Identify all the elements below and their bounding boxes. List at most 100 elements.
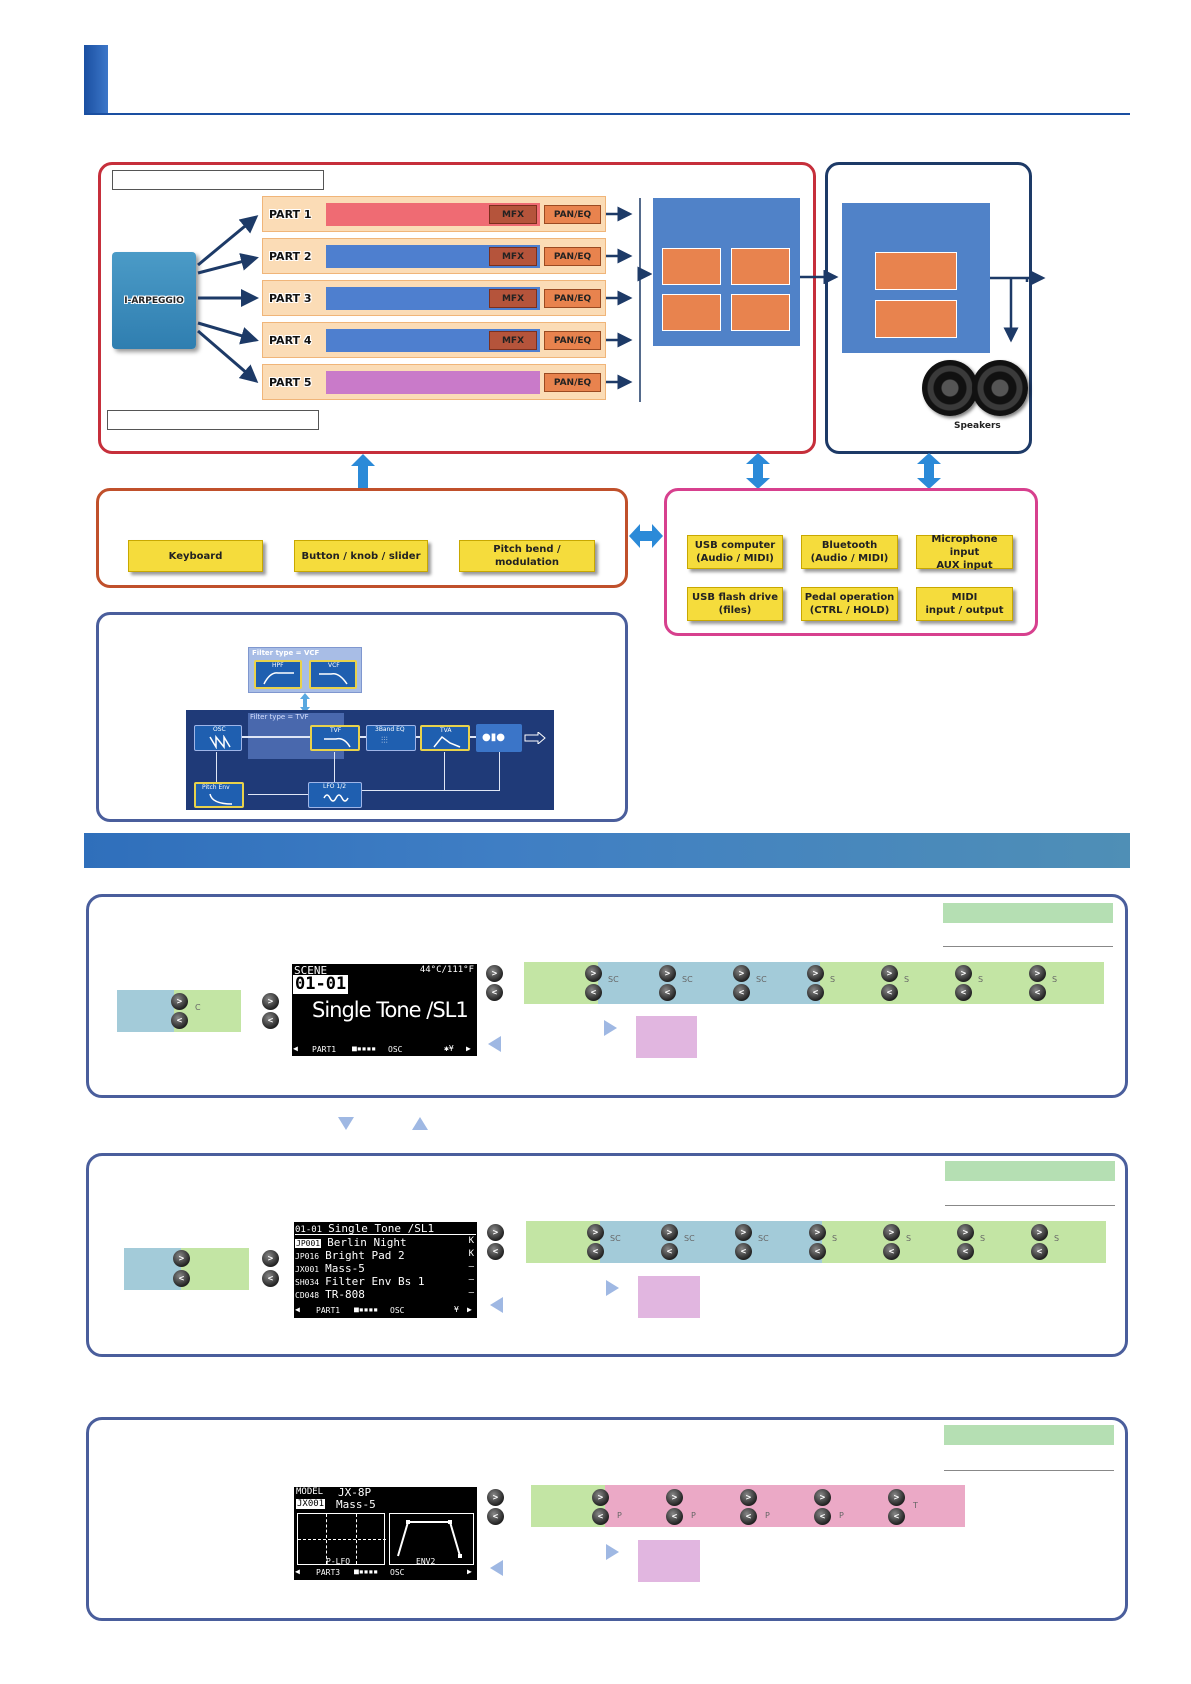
lfo-block: LFO 1/2 xyxy=(308,782,362,808)
chain-down-button[interactable]: < xyxy=(1031,1243,1048,1260)
chain-up-button[interactable]: > xyxy=(883,1224,900,1241)
chain-up-button[interactable]: > xyxy=(1029,965,1046,982)
tvf-curve-icon xyxy=(324,737,351,748)
chain-down-button[interactable]: < xyxy=(659,984,676,1001)
lcd-tone-number: JX001 xyxy=(296,1499,326,1509)
usb-icon: ¥ xyxy=(454,1305,459,1314)
chain-down-button[interactable]: < xyxy=(807,984,824,1001)
lcd-list-name: Bright Pad 2 xyxy=(325,1249,405,1262)
nav-down-button[interactable]: < xyxy=(173,1270,190,1287)
envelope-curve-icon xyxy=(397,1520,462,1558)
eq-block: 3Band EQ ⫶⫶⫶ xyxy=(366,725,416,751)
chain-down-button[interactable]: < xyxy=(814,1508,831,1525)
osc-label: OSC xyxy=(213,726,226,733)
lcd-right-arrow-icon: ▶ xyxy=(467,1567,472,1576)
chain-up-button[interactable]: > xyxy=(740,1489,757,1506)
chain-down-button[interactable]: < xyxy=(881,984,898,1001)
chain-up-button[interactable]: > xyxy=(881,965,898,982)
page-down-button[interactable]: < xyxy=(262,1270,279,1287)
hpf-curve-icon xyxy=(263,672,294,685)
nav-up-button[interactable]: > xyxy=(173,1250,190,1267)
vcf-label: VCF xyxy=(328,662,340,669)
io-line1: USB computer xyxy=(694,540,776,551)
cursor-down-button[interactable]: < xyxy=(487,1508,504,1525)
chain-up-button[interactable]: > xyxy=(814,1489,831,1506)
vcf-group: Filter type = VCF HPF VCF xyxy=(248,647,362,693)
chain-cell-label: S xyxy=(830,975,836,984)
cursor-up-button[interactable]: > xyxy=(486,965,503,982)
chain-down-button[interactable]: < xyxy=(955,984,972,1001)
tva-label: TVA xyxy=(440,727,452,734)
page-up-button[interactable]: > xyxy=(262,1250,279,1267)
chain-up-button[interactable]: > xyxy=(888,1489,905,1506)
chain-down-button[interactable]: < xyxy=(592,1508,609,1525)
chain-up-button[interactable]: > xyxy=(587,1224,604,1241)
cursor-up-button[interactable]: > xyxy=(487,1224,504,1241)
chain-up-button[interactable]: > xyxy=(592,1489,609,1506)
lcd-list-name: Berlin Night xyxy=(327,1236,407,1249)
pan-eq-block: PAN/EQ xyxy=(544,331,601,350)
chain-cell: T xyxy=(901,1485,965,1527)
chain-up-button[interactable]: > xyxy=(733,965,750,982)
tvf-label: TVF xyxy=(330,727,342,734)
page-down-button[interactable]: < xyxy=(262,1012,279,1029)
legend-green-bar xyxy=(945,1161,1115,1181)
io-line1: Microphone input xyxy=(931,533,998,558)
lcd-list-num: JX001 xyxy=(295,1265,320,1274)
effects-block xyxy=(653,198,800,346)
chain-up-button[interactable]: > xyxy=(957,1224,974,1241)
chain-up-button[interactable]: > xyxy=(809,1224,826,1241)
chain-down-button[interactable]: < xyxy=(957,1243,974,1260)
page-up-button[interactable]: > xyxy=(262,993,279,1010)
chain-up-button[interactable]: > xyxy=(1031,1224,1048,1241)
arpeggio-arrows xyxy=(197,215,259,383)
up-triangle-icon xyxy=(412,1117,428,1130)
lcd-scene-display: SCENE 44°C/111°F 01-01 Single Tone /SL1 … xyxy=(292,964,477,1056)
chain-cell-label: P xyxy=(617,1511,622,1520)
pan-eq-block: PAN/EQ xyxy=(544,289,601,308)
nav-down-button[interactable]: < xyxy=(171,1012,188,1029)
chain-down-button[interactable]: < xyxy=(888,1508,905,1525)
cursor-down-button[interactable]: < xyxy=(487,1243,504,1260)
chain-down-button[interactable]: < xyxy=(809,1243,826,1260)
lcd-list-row: JP016 Bright Pad 2 K xyxy=(295,1249,476,1262)
effect-box-1 xyxy=(662,248,721,285)
down-triangle-icon xyxy=(338,1117,354,1130)
chain-up-button[interactable]: > xyxy=(666,1489,683,1506)
lcd-scene-number: 01-01 xyxy=(293,974,349,994)
mfx-block: MFX xyxy=(489,247,537,266)
cell-sub-label: C xyxy=(195,1003,201,1012)
chain-up-button[interactable]: > xyxy=(955,965,972,982)
speaker-icon xyxy=(922,360,978,416)
chain-up-button[interactable]: > xyxy=(735,1224,752,1241)
speakers-label: Speakers xyxy=(954,421,1001,431)
chain-up-button[interactable]: > xyxy=(659,965,676,982)
lcd-tone-display: MODEL JX-8P JX001 Mass-5 P-LFO ENV2 ◀ PA… xyxy=(294,1486,477,1580)
lcd-lfo-graph xyxy=(297,1513,386,1565)
chain-down-button[interactable]: < xyxy=(585,984,602,1001)
output-box-1 xyxy=(875,252,957,290)
chain-up-button[interactable]: > xyxy=(661,1224,678,1241)
cursor-down-button[interactable]: < xyxy=(486,984,503,1001)
chain-up-button[interactable]: > xyxy=(807,965,824,982)
chain-down-button[interactable]: < xyxy=(1029,984,1046,1001)
io-line1: MIDI xyxy=(951,592,978,603)
chain-down-button[interactable]: < xyxy=(587,1243,604,1260)
cursor-up-button[interactable]: > xyxy=(487,1489,504,1506)
nav-up-button[interactable]: > xyxy=(171,993,188,1010)
lcd-tone-name: Mass-5 xyxy=(336,1498,376,1511)
chain-up-button[interactable]: > xyxy=(585,965,602,982)
chain-down-button[interactable]: < xyxy=(666,1508,683,1525)
chain-down-button[interactable]: < xyxy=(733,984,750,1001)
chain-down-button[interactable]: < xyxy=(735,1243,752,1260)
lcd-part-dots: ■▪▪▪▪ xyxy=(352,1044,377,1053)
lcd-left-arrow-icon: ◀ xyxy=(295,1567,300,1576)
lfo-label: LFO 1/2 xyxy=(323,783,347,790)
chain-down-button[interactable]: < xyxy=(740,1508,757,1525)
part-bar xyxy=(326,203,540,226)
lcd-model-name: JX-8P xyxy=(338,1486,372,1499)
chain-down-button[interactable]: < xyxy=(883,1243,900,1260)
effect-box-2 xyxy=(731,248,790,285)
legend-rule xyxy=(945,1205,1115,1206)
chain-down-button[interactable]: < xyxy=(661,1243,678,1260)
